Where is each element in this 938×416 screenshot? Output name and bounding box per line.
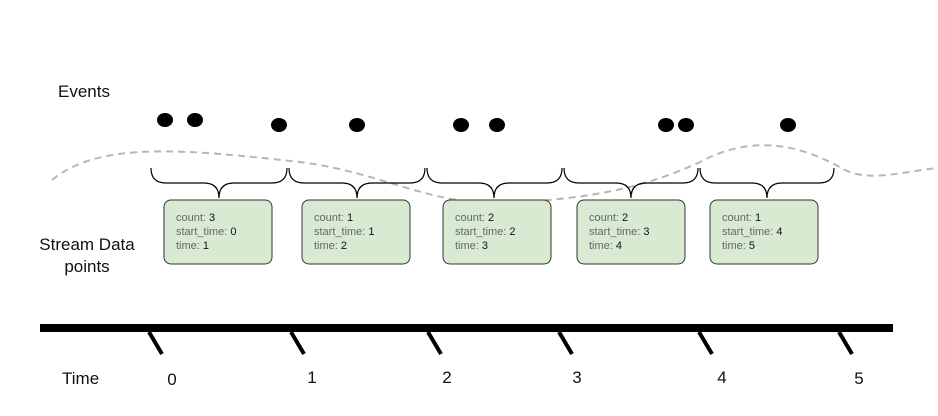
time-key: time:: [455, 240, 479, 252]
axis-tick: [289, 330, 306, 356]
event-dot: [453, 118, 469, 132]
svg-text:count: 1: count: 1: [314, 212, 353, 224]
svg-text:start_time: 1: start_time: 1: [314, 226, 375, 238]
count-key: count:: [722, 212, 752, 224]
interval-brace: [288, 167, 426, 199]
start-time-key: start_time:: [314, 226, 365, 238]
time-value: 5: [749, 240, 755, 252]
start-time-value: 4: [776, 226, 782, 238]
tick-label: 4: [717, 368, 726, 387]
axis-tick: [147, 330, 164, 356]
event-dot: [349, 118, 365, 132]
svg-text:time: 1: time: 1: [176, 240, 209, 252]
start-time-key: start_time:: [722, 226, 773, 238]
start-time-key: start_time:: [589, 226, 640, 238]
svg-text:time: 4: time: 4: [589, 240, 622, 252]
svg-text:start_time: 2: start_time: 2: [455, 226, 516, 238]
start-time-key: start_time:: [455, 226, 506, 238]
events-label: Events: [58, 82, 110, 101]
data-point-box: count: 3 start_time: 0 time: 1: [163, 199, 273, 265]
svg-text:time: 3: time: 3: [455, 240, 488, 252]
count-key: count:: [176, 212, 206, 224]
data-point-box: count: 2 start_time: 3 time: 4: [576, 199, 686, 265]
dashed-trend-curve: [51, 144, 938, 205]
start-time-value: 1: [368, 226, 374, 238]
tick-label: 5: [854, 369, 863, 388]
time-key: time:: [176, 240, 200, 252]
svg-text:count: 3: count: 3: [176, 212, 215, 224]
stream-label-line1: Stream Data: [39, 235, 135, 254]
time-value: 3: [482, 240, 488, 252]
stream-label-line2: points: [64, 257, 109, 276]
event-dot: [187, 113, 203, 127]
event-dot: [780, 118, 796, 132]
event-dot: [489, 118, 505, 132]
count-value: 1: [755, 212, 761, 224]
interval-brace: [426, 167, 563, 199]
axis-ticks: [147, 330, 854, 356]
interval-brace: [563, 167, 699, 199]
tick-label: 3: [572, 368, 581, 387]
svg-text:count: 2: count: 2: [455, 212, 494, 224]
time-label: Time: [62, 369, 99, 388]
start-time-value: 2: [509, 226, 515, 238]
time-key: time:: [722, 240, 746, 252]
event-dot: [678, 118, 694, 132]
interval-brace: [699, 167, 835, 199]
interval-braces: [150, 167, 835, 199]
time-value: 2: [341, 240, 347, 252]
axis-tick: [697, 330, 714, 356]
time-value: 1: [203, 240, 209, 252]
start-time-value: 3: [643, 226, 649, 238]
start-time-value: 0: [230, 226, 236, 238]
axis-tick: [426, 330, 443, 356]
event-dot: [658, 118, 674, 132]
svg-text:time: 2: time: 2: [314, 240, 347, 252]
count-value: 3: [209, 212, 215, 224]
tick-label: 0: [167, 370, 176, 389]
count-key: count:: [314, 212, 344, 224]
svg-text:start_time: 4: start_time: 4: [722, 226, 783, 238]
axis-tick: [557, 330, 574, 356]
count-value: 2: [488, 212, 494, 224]
svg-text:count: 1: count: 1: [722, 212, 761, 224]
time-value: 4: [616, 240, 622, 252]
start-time-key: start_time:: [176, 226, 227, 238]
svg-text:start_time: 3: start_time: 3: [589, 226, 650, 238]
svg-text:time: 5: time: 5: [722, 240, 755, 252]
event-dot: [271, 118, 287, 132]
interval-brace: [150, 167, 288, 199]
count-key: count:: [589, 212, 619, 224]
svg-text:start_time: 0: start_time: 0: [176, 226, 237, 238]
data-point-box: count: 1 start_time: 1 time: 2: [301, 199, 411, 265]
tick-label: 1: [307, 368, 316, 387]
count-value: 1: [347, 212, 353, 224]
time-key: time:: [314, 240, 338, 252]
data-point-box: count: 2 start_time: 2 time: 3: [442, 199, 552, 265]
count-key: count:: [455, 212, 485, 224]
tick-label: 2: [442, 368, 451, 387]
axis-tick: [837, 330, 854, 356]
event-dot: [157, 113, 173, 127]
svg-text:count: 2: count: 2: [589, 212, 628, 224]
time-key: time:: [589, 240, 613, 252]
data-point-box: count: 1 start_time: 4 time: 5: [709, 199, 819, 265]
count-value: 2: [622, 212, 628, 224]
event-dots: [157, 113, 796, 132]
